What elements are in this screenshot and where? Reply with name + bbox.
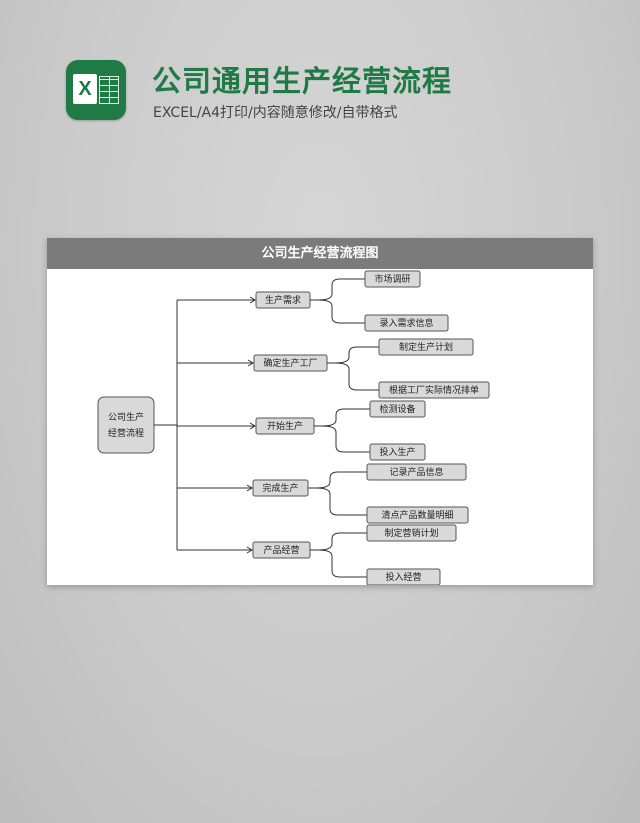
excel-logo-icon: X — [66, 60, 126, 120]
task-label: 制定生产计划 — [399, 341, 453, 353]
child-connector — [321, 425, 370, 453]
stage-arrowhead — [246, 484, 253, 492]
stage-node: 完成生产 — [252, 479, 309, 497]
stage-label: 完成生产 — [262, 482, 298, 494]
task-node: 制定营销计划 — [366, 524, 457, 542]
task-node: 检测设备 — [369, 400, 426, 418]
stage-arrowhead — [249, 296, 256, 304]
sheet-title: 公司生产经营流程图 — [47, 238, 593, 269]
child-connector — [317, 549, 367, 578]
child-connector — [317, 299, 365, 324]
task-label: 制定营销计划 — [384, 527, 438, 539]
stage-node: 确定生产工厂 — [253, 354, 328, 372]
stage-node: 生产需求 — [255, 291, 311, 309]
stage-arrowhead — [246, 546, 253, 554]
child-connector — [310, 278, 365, 301]
stage-label: 生产需求 — [265, 294, 301, 306]
task-node: 记录产品信息 — [366, 463, 467, 481]
logo-letter: X — [73, 74, 97, 104]
task-label: 投入生产 — [379, 446, 415, 458]
page-title: 公司通用生产经营流程 — [152, 64, 453, 98]
task-label: 检测设备 — [379, 403, 415, 415]
flowchart-sheet: 公司生产经营流程图 公司生产经营流程生产需求市场调研录入需求信息确定生产工厂制定… — [47, 238, 593, 585]
task-node: 制定生产计划 — [378, 338, 474, 356]
task-node: 投入生产 — [369, 443, 426, 461]
root-node-label-1: 公司生产 — [108, 411, 144, 423]
root-node: 公司生产经营流程 — [97, 396, 155, 454]
child-connector — [315, 487, 367, 516]
task-node: 根据工厂实际情况排单 — [378, 381, 490, 399]
task-node: 录入需求信息 — [364, 314, 449, 332]
page-subtitle: EXCEL/A4打印/内容随意修改/自带格式 — [153, 105, 398, 121]
stage-label: 确定生产工厂 — [263, 357, 317, 369]
stage-node: 开始生产 — [255, 417, 315, 435]
stage-label: 开始生产 — [267, 420, 303, 432]
stage-label: 产品经营 — [263, 544, 299, 556]
task-label: 录入需求信息 — [379, 317, 433, 329]
task-label: 根据工厂实际情况排单 — [389, 384, 479, 396]
task-label: 记录产品信息 — [389, 466, 443, 478]
task-node: 清点产品数量明细 — [366, 506, 469, 524]
task-label: 清点产品数量明细 — [381, 509, 453, 521]
child-connector — [308, 471, 367, 489]
logo-grid-icon — [99, 76, 119, 104]
stage-arrowhead — [249, 422, 256, 430]
child-connector — [310, 532, 367, 551]
task-node: 市场调研 — [364, 270, 421, 288]
stage-arrowhead — [247, 359, 254, 367]
root-node-label-2: 经营流程 — [108, 427, 144, 439]
child-connector — [327, 346, 379, 364]
task-node: 投入经营 — [366, 568, 441, 585]
task-label: 投入经营 — [385, 571, 421, 583]
stage-node: 产品经营 — [252, 541, 311, 559]
child-connector — [314, 408, 370, 427]
task-label: 市场调研 — [374, 273, 410, 285]
child-connector — [334, 362, 379, 391]
